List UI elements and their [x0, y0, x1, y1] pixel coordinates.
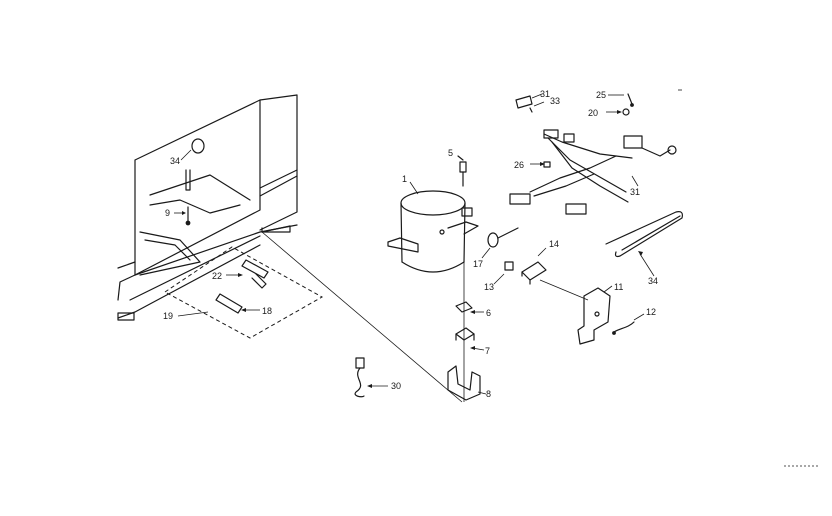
part-11-block: [577, 285, 613, 345]
part-17-tee: [226, 259, 269, 289]
part-20-washer: [606, 108, 630, 116]
callout-6: 6: [486, 308, 491, 318]
leader-19: [177, 311, 209, 317]
callout-26: 31: [630, 187, 640, 197]
part-18-drier: [215, 293, 260, 314]
callout-9: 9: [165, 208, 170, 218]
part-5-bolt: [457, 155, 467, 187]
callout-13: 13: [484, 282, 494, 292]
part-1-compressor: [387, 181, 479, 273]
part-14-relay: [521, 247, 547, 285]
callout-1: 1: [402, 174, 407, 184]
callout-22: 26: [514, 160, 524, 170]
part-34-tube: [605, 211, 683, 277]
callout-7: 7: [485, 346, 490, 356]
part-8-bracket: [447, 365, 487, 401]
part-6-washer: [455, 301, 484, 314]
callout-14: 14: [549, 239, 559, 249]
cabinet-outline: [117, 94, 298, 321]
callout-34: 34: [648, 276, 658, 286]
callout-25: 30: [391, 381, 401, 391]
part-26-harness: [509, 129, 677, 215]
part-13-clip: [493, 261, 514, 285]
assembly-line: [261, 231, 463, 403]
callout-8: 8: [486, 389, 491, 399]
part-22-clip: [530, 161, 551, 168]
callout-21: 25: [596, 90, 606, 100]
part-33-plug: [180, 138, 205, 161]
part-9-screw: [174, 169, 191, 226]
callout-5: 5: [448, 148, 453, 158]
callout-16: 17: [473, 259, 483, 269]
callout-31: 33: [550, 96, 560, 106]
callout-19: 19: [163, 311, 173, 321]
callout-12: 12: [646, 307, 656, 317]
callout-18: 18: [262, 306, 272, 316]
part-12-wire: [612, 313, 645, 335]
part-16-overload: [481, 227, 519, 259]
part-25-cord: [354, 357, 388, 398]
callout-17: 22: [212, 271, 222, 281]
part-7-grommet: [455, 327, 485, 351]
kit-19-box: [164, 246, 324, 339]
callout-11: 11: [614, 282, 623, 292]
part-30-31-bracket: [515, 93, 545, 113]
callout-33: 34: [170, 156, 180, 166]
callout-20: 20: [588, 108, 598, 118]
callout-30: 31: [540, 89, 550, 99]
relay-line: [539, 279, 589, 301]
part-21-screw: [608, 93, 634, 107]
